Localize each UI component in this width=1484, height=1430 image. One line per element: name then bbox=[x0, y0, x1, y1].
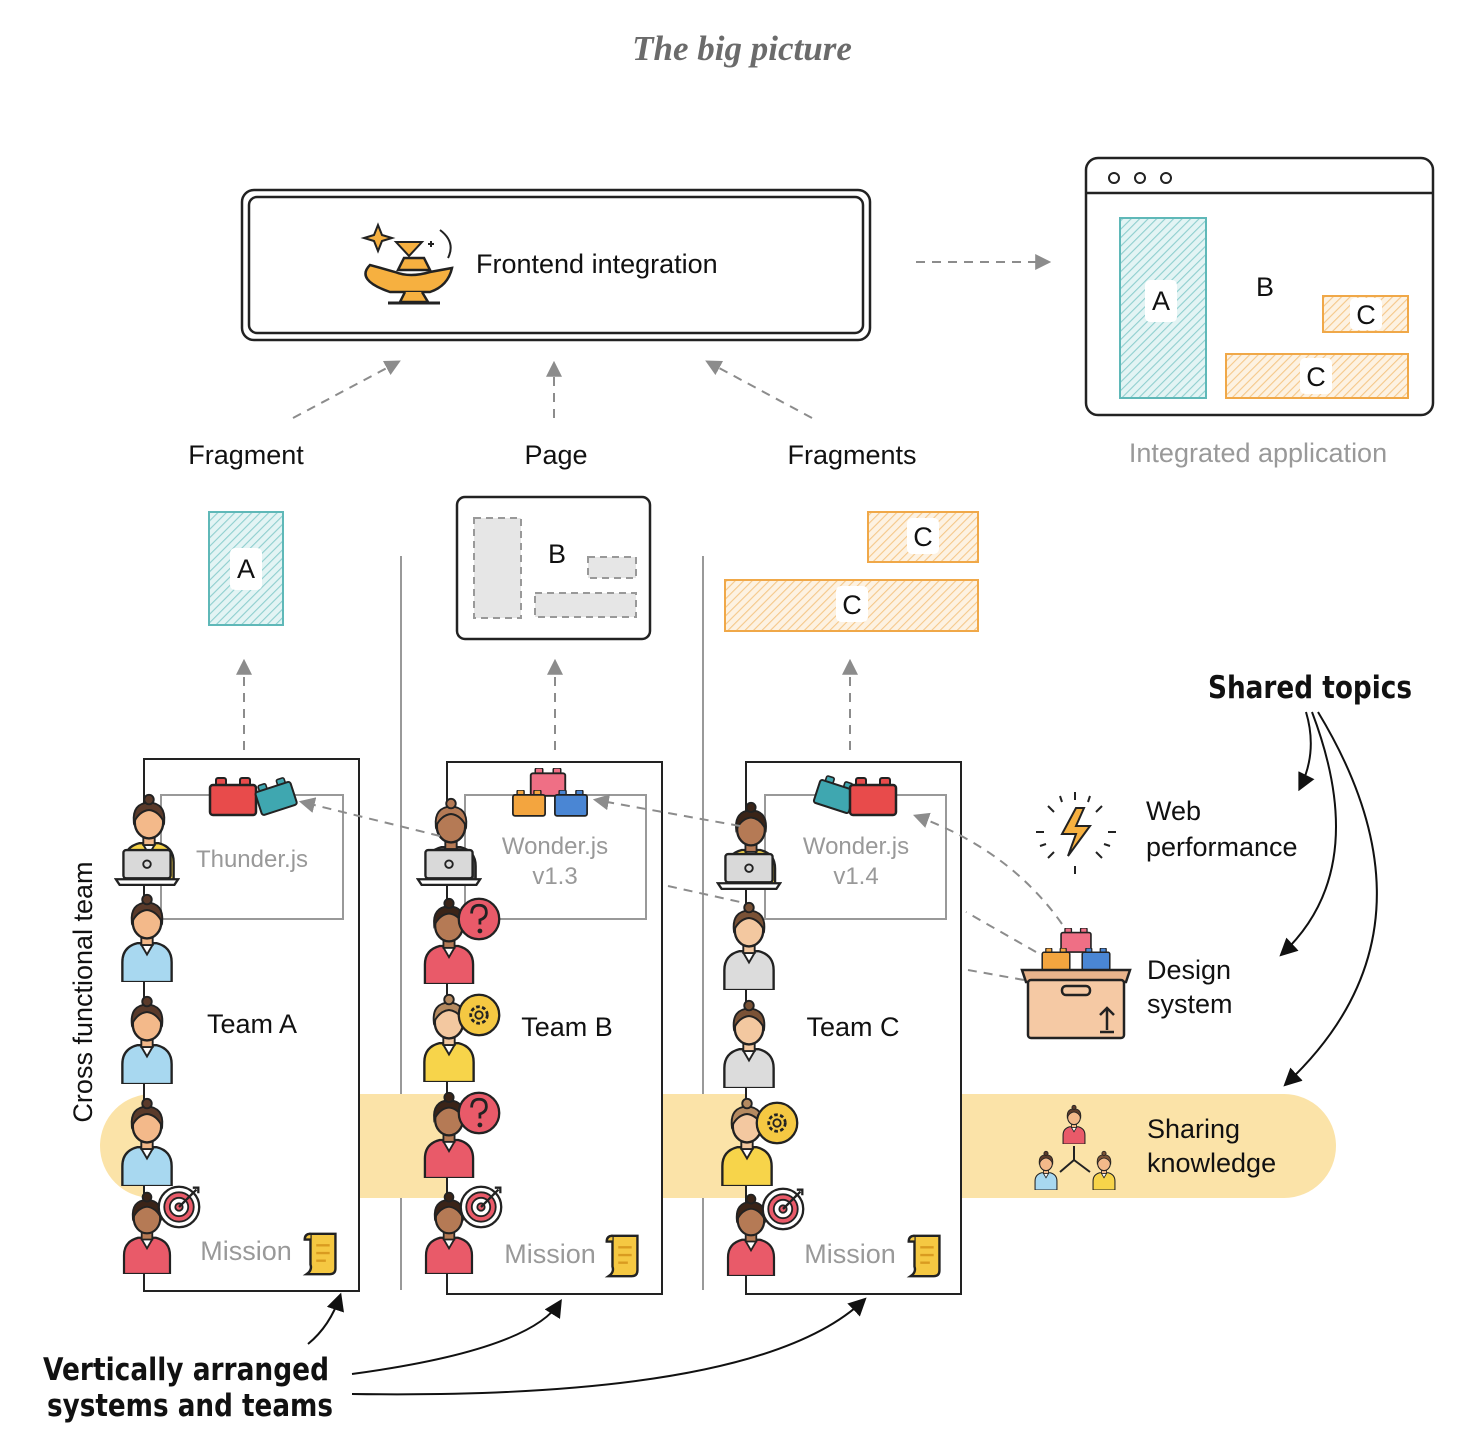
sharing-knowledge-band bbox=[100, 1094, 1336, 1198]
integrated-app-caption: Integrated application bbox=[1129, 438, 1387, 468]
design-system-label-line2: system bbox=[1147, 989, 1233, 1019]
design-system-label-line1: Design bbox=[1147, 955, 1231, 985]
app-fragment-c-large-label: C bbox=[1306, 362, 1326, 392]
magic-lamp-icon bbox=[360, 222, 454, 305]
question-icon bbox=[457, 897, 501, 941]
library-label-team-b: Wonder.js bbox=[502, 833, 608, 860]
gear-icon bbox=[755, 1101, 799, 1145]
lightning-icon bbox=[1036, 792, 1116, 874]
arrow-fragment-to-integration bbox=[292, 360, 401, 419]
library-label-team-c: Wonder.js bbox=[803, 833, 909, 860]
shared-topics-title: Shared topics bbox=[1208, 670, 1412, 706]
arrow-design-system-to-wonder bbox=[912, 812, 1063, 925]
target-icon bbox=[459, 1185, 503, 1229]
frontend-integration-box: Frontend integration bbox=[240, 188, 872, 342]
laptop-icon bbox=[416, 848, 482, 886]
sharing-knowledge-label-line2: knowledge bbox=[1147, 1148, 1276, 1178]
fragment-a: A bbox=[208, 511, 284, 626]
vertical-label-line1: Vertically arranged bbox=[43, 1352, 329, 1388]
arrow-vertical-to-team-b bbox=[351, 1298, 562, 1375]
output-label-page: Page bbox=[524, 440, 587, 470]
app-fragment-a-label: A bbox=[1152, 286, 1170, 316]
arrow-shared-to-sharing-knowledge bbox=[1283, 711, 1378, 1087]
mission-label-team-b: Mission bbox=[504, 1239, 596, 1269]
arrow-shared-to-web-performance bbox=[1298, 711, 1315, 792]
sharing-knowledge-label-line1: Sharing bbox=[1147, 1114, 1240, 1144]
target-icon bbox=[157, 1185, 201, 1229]
fragment-c-large-label: C bbox=[842, 590, 862, 620]
diagram-title: The big picture bbox=[632, 29, 852, 68]
library-label-team-a: Thunder.js bbox=[196, 846, 308, 873]
mission-label-team-c: Mission bbox=[804, 1239, 896, 1269]
frontend-integration-label: Frontend integration bbox=[476, 249, 718, 279]
library-version-team-c: v1.4 bbox=[833, 863, 878, 890]
fragments-c: C C bbox=[724, 511, 979, 632]
web-performance-label-line2: performance bbox=[1146, 832, 1298, 862]
arrow-vertical-to-team-a bbox=[307, 1292, 344, 1345]
fragment-a-label: A bbox=[237, 554, 255, 584]
design-system-box-icon bbox=[1020, 928, 1132, 1040]
arrow-team-c-to-wonder bbox=[592, 794, 741, 827]
app-fragment-c-small-label: C bbox=[1356, 300, 1376, 330]
output-label-fragment: Fragment bbox=[188, 440, 304, 470]
app-page-b-label: B bbox=[1256, 272, 1274, 302]
target-icon bbox=[761, 1187, 805, 1231]
library-version-team-b: v1.3 bbox=[532, 863, 577, 890]
team-a-label: Team A bbox=[207, 1009, 297, 1039]
link-wonder-to-team-c bbox=[667, 885, 741, 903]
people-network-icon bbox=[1034, 1104, 1116, 1190]
vertical-label-line2: systems and teams bbox=[47, 1388, 333, 1424]
team-b-label: Team B bbox=[521, 1012, 613, 1042]
cross-functional-label: Cross functional team bbox=[68, 861, 98, 1122]
link-design-system-to-team-b bbox=[965, 911, 1037, 953]
gear-icon bbox=[457, 993, 501, 1037]
team-c-label: Team C bbox=[806, 1012, 899, 1042]
arrow-fragments-to-integration bbox=[705, 360, 813, 419]
question-icon bbox=[457, 1091, 501, 1135]
arrow-vertical-to-team-c bbox=[351, 1297, 867, 1396]
fragment-c-small-label: C bbox=[913, 522, 933, 552]
page-b: B bbox=[455, 495, 652, 641]
laptop-icon bbox=[716, 852, 782, 890]
web-performance-label-line1: Web bbox=[1146, 796, 1201, 826]
output-label-fragments: Fragments bbox=[787, 440, 916, 470]
integrated-app-window: A B C C bbox=[1084, 156, 1435, 417]
mission-label-team-a: Mission bbox=[200, 1236, 292, 1266]
page-b-label: B bbox=[548, 539, 566, 569]
link-design-system-to-team-c bbox=[967, 969, 1025, 981]
arrow-team-b-to-thunder bbox=[298, 797, 441, 837]
laptop-icon bbox=[114, 848, 180, 886]
arrow-shared-to-design-system bbox=[1279, 711, 1337, 957]
